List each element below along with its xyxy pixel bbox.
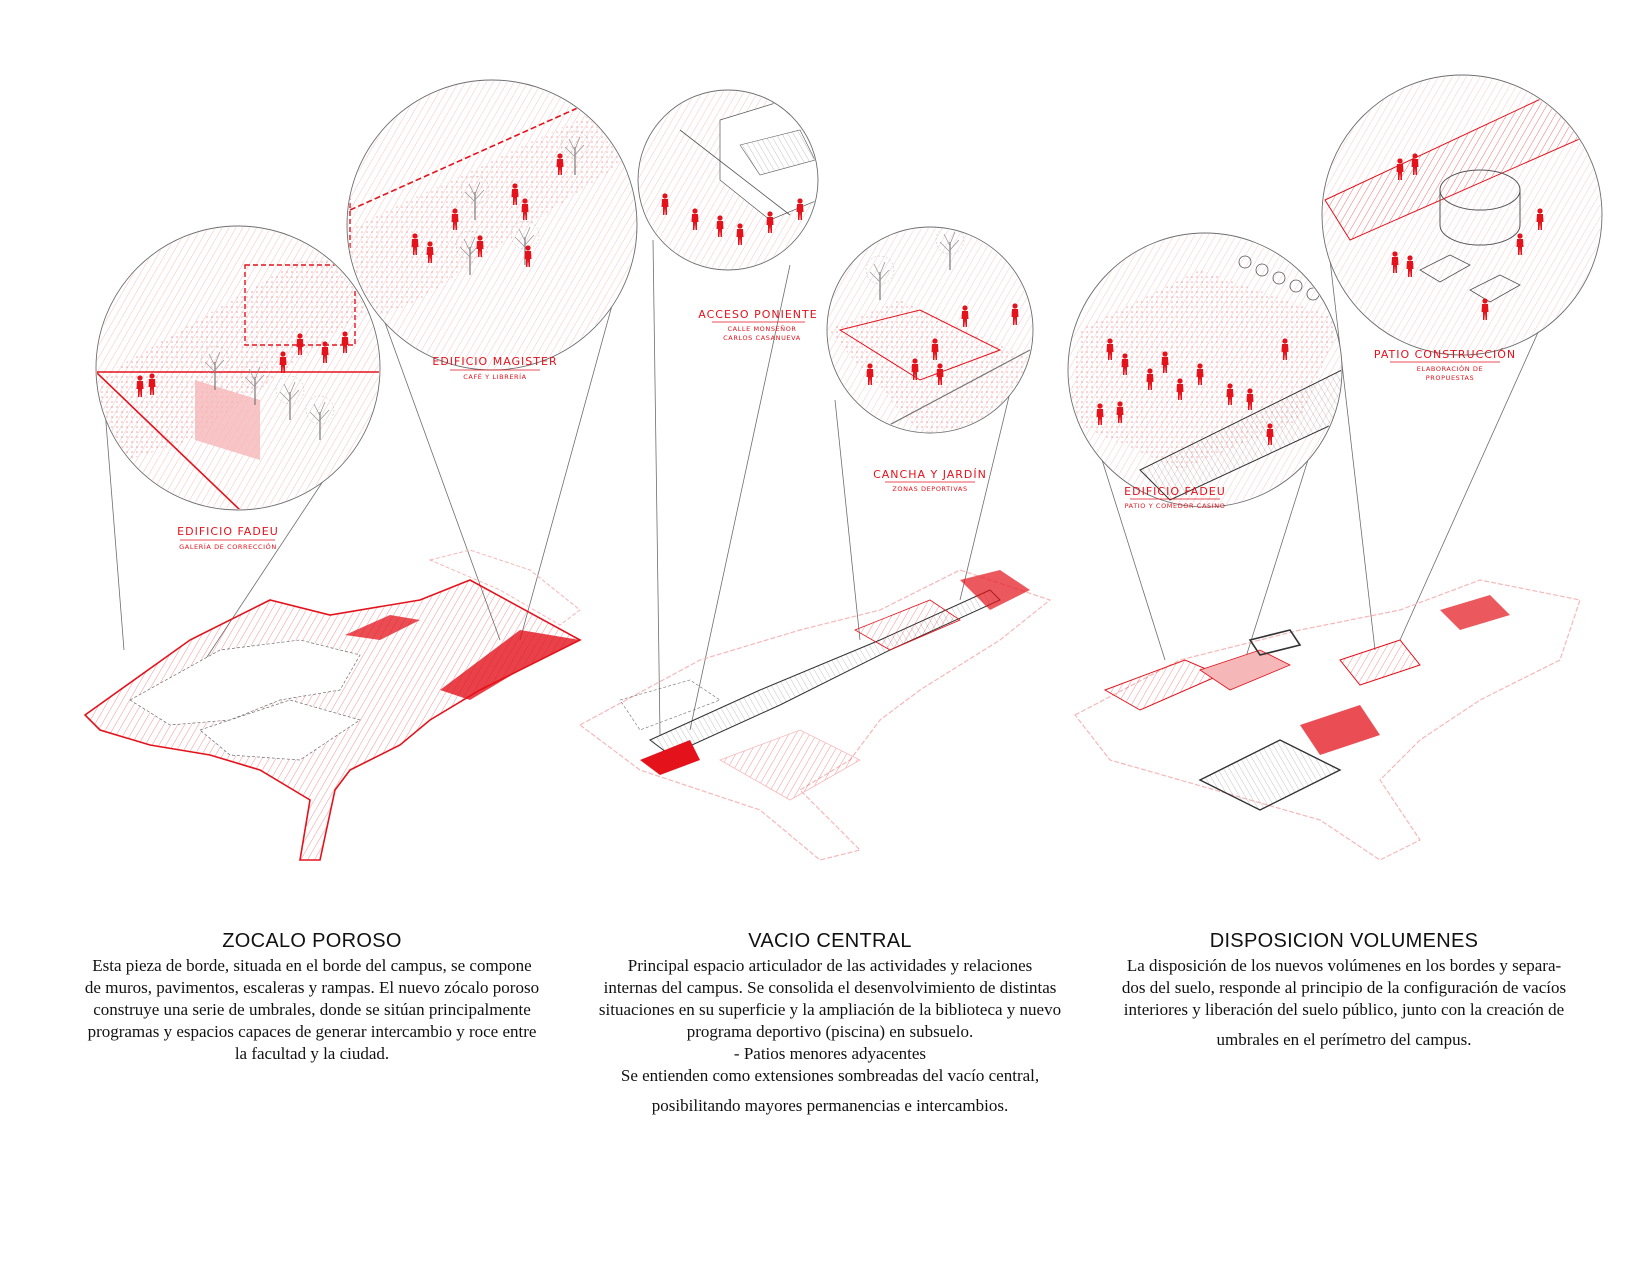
text-line: dos del suelo, responde al principio de … xyxy=(1121,978,1567,997)
callout-subtitle: ELABORACIÓN DE xyxy=(1417,364,1483,373)
callout-title: ACCESO PONIENTE xyxy=(698,308,817,321)
text-line: Se entienden como extensiones sombreadas… xyxy=(620,1066,1040,1085)
section-heading: VACIO CENTRAL xyxy=(748,930,912,952)
callout-subtitle: ZONAS DEPORTIVAS xyxy=(892,485,967,493)
callout-subtitle: CAFÉ Y LIBRERÍA xyxy=(463,372,526,381)
callout-title: EDIFICIO FADEU xyxy=(177,525,279,538)
text-line: interiores y liberación del suelo públic… xyxy=(1123,1000,1565,1019)
section-text: Esta pieza de borde, situada en el borde… xyxy=(72,955,552,1065)
text-line: La disposición de los nuevos volúmenes e… xyxy=(1126,956,1562,975)
callout-cancha-jardin xyxy=(826,226,1034,434)
section-text: La disposición de los nuevos volúmenes e… xyxy=(1104,955,1584,1021)
section-heading: ZOCALO POROSO xyxy=(222,930,402,952)
text-line: situaciones en su superficie y la amplia… xyxy=(598,1000,1062,1019)
section-disposicion-volumenes: DISPOSICION VOLUMENES La disposición de … xyxy=(1104,930,1584,1051)
text-line: Principal espacio articulador de las act… xyxy=(627,956,1033,975)
callout-title: EDIFICIO MAGISTER xyxy=(432,355,557,368)
section-text: Principal espacio articulador de las act… xyxy=(585,955,1075,1087)
text-line: - Patios menores adyacentes xyxy=(733,1044,927,1063)
text-line: Esta pieza de borde, situada en el borde… xyxy=(92,956,532,975)
callout-patio-construccion xyxy=(1321,74,1603,356)
section-text: posibilitando mayores permanencias e int… xyxy=(585,1095,1075,1117)
callout-subtitle: GALERÍA DE CORRECCIÓN xyxy=(179,542,277,551)
section-vacio-central: VACIO CENTRAL Principal espacio articula… xyxy=(585,930,1075,1117)
volumenes-plan xyxy=(1074,249,1581,861)
text-line: posibilitando mayores permanencias e int… xyxy=(651,1096,1009,1115)
callout-title: PATIO CONSTRUCCIÓN xyxy=(1374,348,1516,361)
text-line: de muros, pavimentos, escaleras y rampas… xyxy=(84,978,540,997)
callout-subtitle: CALLE MONSEÑOR xyxy=(727,324,796,333)
vacio-plan xyxy=(578,239,1052,861)
callout-fadeu-galeria xyxy=(95,225,381,511)
callout-title: CANCHA Y JARDÍN xyxy=(873,468,987,481)
section-heading: DISPOSICION VOLUMENES xyxy=(1209,930,1479,952)
callout-magister xyxy=(346,79,638,371)
section-zocalo-poroso: ZOCALO POROSO Esta pieza de borde, situa… xyxy=(72,930,552,1065)
callout-subtitle: CARLOS CASANUEVA xyxy=(723,334,801,342)
text-line: internas del campus. Se consolida el des… xyxy=(603,978,1057,997)
callout-acceso-poniente xyxy=(637,89,819,271)
callout-title: EDIFICIO FADEU xyxy=(1124,485,1226,498)
callout-subtitle: PATIO Y COMEDOR CASINO xyxy=(1125,502,1226,510)
zocalo-plan xyxy=(83,239,631,861)
section-text: umbrales en el perímetro del campus. xyxy=(1104,1029,1584,1051)
text-line: la facultad y la ciudad. xyxy=(234,1044,390,1063)
text-line: construye una serie de umbrales, donde s… xyxy=(93,1000,531,1019)
text-line: umbrales en el perímetro del campus. xyxy=(1216,1030,1472,1049)
text-line: programas y espacios capaces de generar … xyxy=(87,1022,537,1041)
text-line: programa deportivo (piscina) en subsuelo… xyxy=(686,1022,974,1041)
axonometric-diagram: EDIFICIO FADEU GALERÍA DE CORRECCIÓN EDI… xyxy=(83,74,1603,861)
callout-subtitle: PROPUESTAS xyxy=(1426,374,1475,382)
callout-fadeu-patio xyxy=(1067,232,1343,508)
